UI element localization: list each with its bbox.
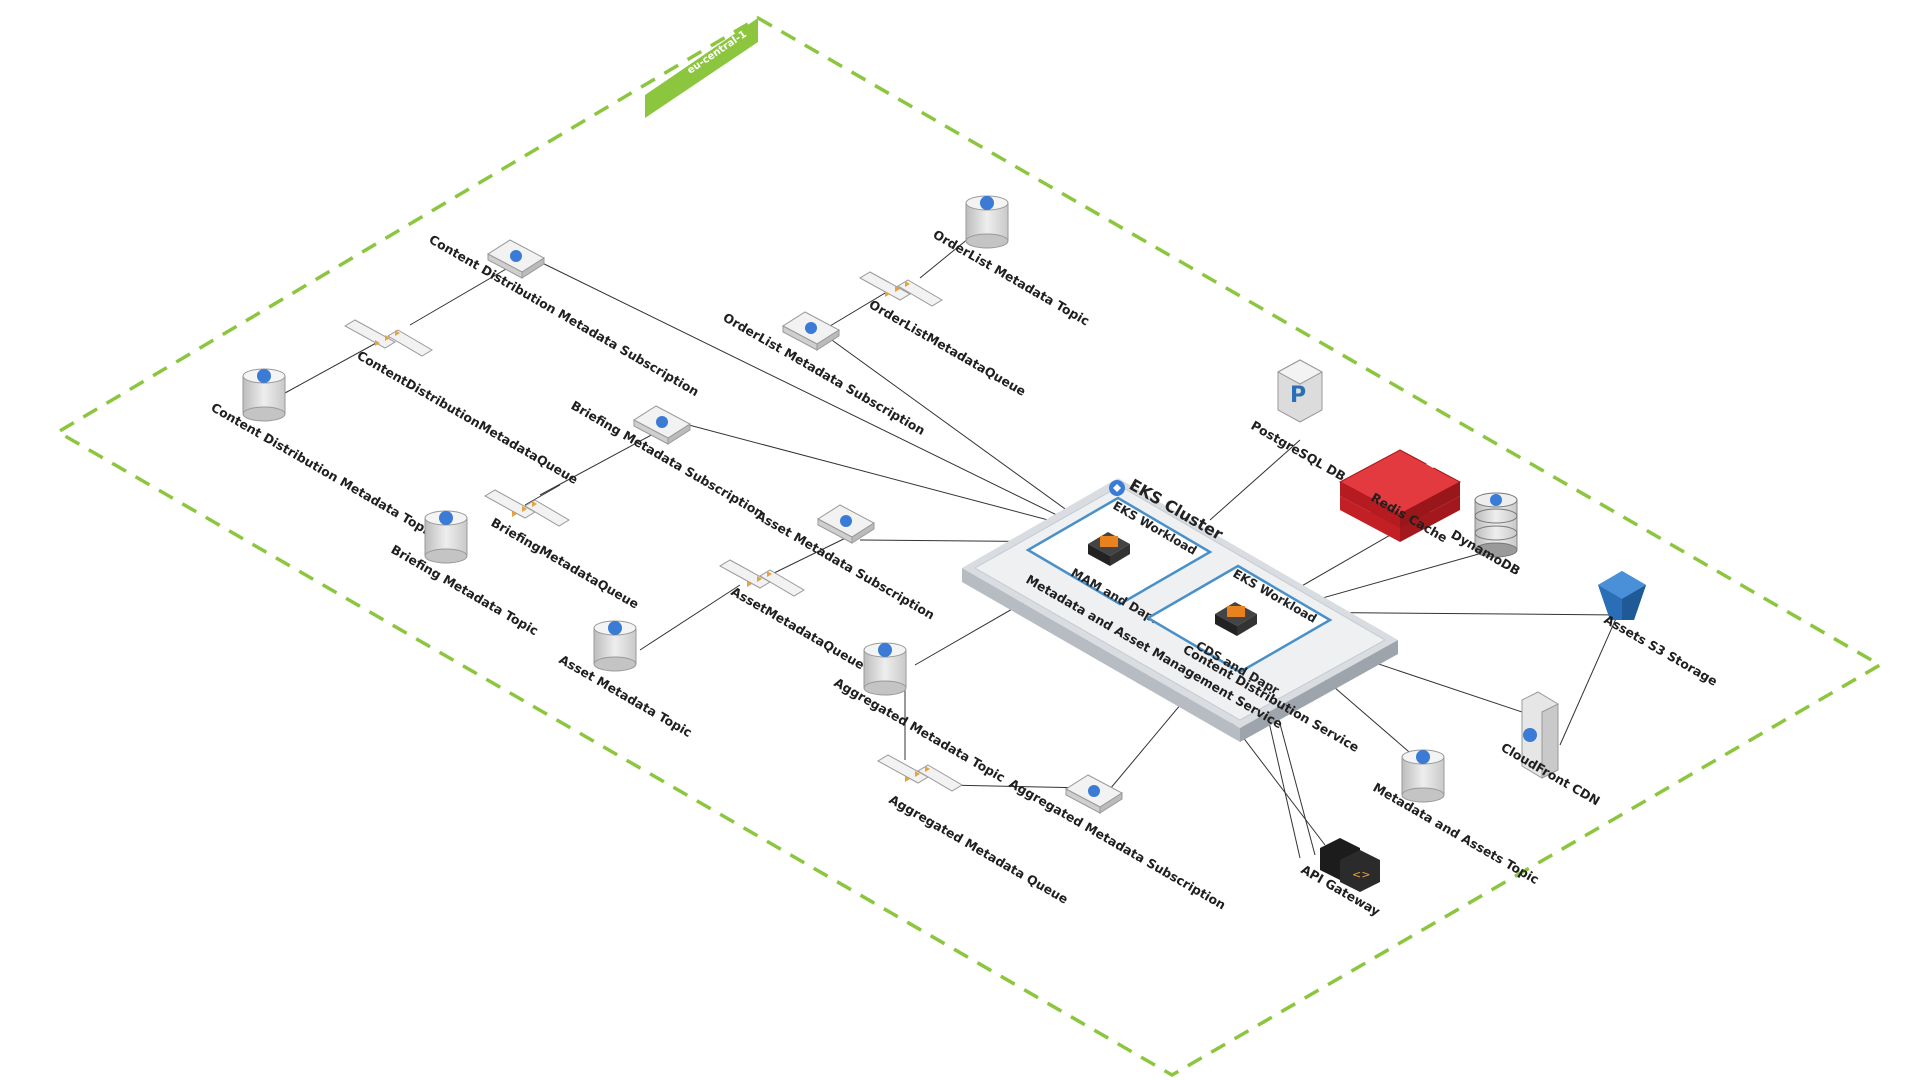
label-aggregated-topic: Aggregated Metadata Topic — [832, 675, 1008, 785]
subscription-content-distribution[interactable]: Content Distribution Metadata Subscripti… — [427, 232, 702, 400]
queue-aggregated[interactable]: Aggregated Metadata Queue — [876, 754, 1071, 907]
topic-metadata-assets[interactable]: Metadata and Assets Topic — [1371, 749, 1542, 887]
queue-orderlist[interactable]: OrderListMetadataQueue — [858, 271, 1029, 399]
sqs-queue-icon — [718, 559, 805, 597]
label-postgres: PostgreSQL DB — [1249, 418, 1349, 484]
svg-text:<>: <> — [1352, 868, 1370, 881]
sqs-queue-icon — [483, 489, 570, 527]
postgresql-icon: P — [1276, 359, 1324, 423]
label-orderlist-queue: OrderListMetadataQueue — [867, 297, 1029, 399]
subscription-asset[interactable]: Asset Metadata Subscription — [754, 504, 938, 622]
label-content-distribution-topic: Content Distribution Metadata Topic — [209, 400, 439, 541]
label-asset-queue: AssetMetadataQueue — [729, 584, 868, 673]
label-briefing-queue: BriefingMetadataQueue — [489, 515, 642, 612]
queue-briefing[interactable]: BriefingMetadataQueue — [483, 489, 642, 612]
queue-asset[interactable]: AssetMetadataQueue — [718, 559, 868, 673]
s3-bucket-icon — [1598, 571, 1646, 620]
sns-topic-icon — [863, 642, 907, 696]
api-gateway[interactable]: <> API Gateway — [1299, 838, 1383, 919]
sns-topic-icon — [965, 195, 1009, 249]
label-content-distribution-subscription: Content Distribution Metadata Subscripti… — [427, 232, 702, 400]
sns-topic-icon — [242, 368, 286, 422]
queue-content-distribution[interactable]: ContentDistributionMetadataQueue — [343, 319, 581, 487]
topic-orderlist[interactable]: OrderList Metadata Topic — [931, 195, 1093, 329]
api-gateway-icon: <> — [1320, 838, 1380, 892]
redis-icon — [1338, 449, 1462, 542]
subscription-icon — [633, 405, 691, 445]
subscription-icon — [487, 239, 545, 279]
topic-content-distribution[interactable]: Content Distribution Metadata Topic — [209, 368, 439, 541]
eks-workload-cds[interactable]: EKS Workload CDS and Dapr — [1145, 564, 1333, 697]
label-metadata-assets-topic: Metadata and Assets Topic — [1371, 780, 1542, 887]
redis-cache[interactable]: Redis Cache — [1338, 449, 1462, 545]
eks-icon — [1109, 480, 1125, 496]
sns-topic-icon — [1401, 749, 1445, 803]
subscription-icon — [782, 311, 840, 351]
cloudfront-icon — [1521, 691, 1559, 779]
sqs-queue-icon — [876, 754, 963, 792]
subscription-icon — [817, 504, 875, 544]
chip-icon — [1088, 532, 1130, 566]
sqs-queue-icon — [343, 319, 433, 357]
label-orderlist-topic: OrderList Metadata Topic — [931, 227, 1093, 329]
label-s3: Assets S3 Storage — [1602, 612, 1721, 689]
subscription-briefing[interactable]: Briefing Metadata Subscription — [569, 398, 767, 521]
label-content-distribution-queue: ContentDistributionMetadataQueue — [355, 348, 581, 487]
postgresql-db[interactable]: P PostgreSQL DB — [1249, 359, 1349, 484]
chip-icon — [1215, 602, 1257, 636]
sns-topic-icon — [424, 510, 468, 564]
sqs-queue-icon — [858, 271, 943, 307]
assets-s3-storage[interactable]: Assets S3 Storage — [1598, 571, 1720, 689]
topic-asset[interactable]: Asset Metadata Topic — [557, 620, 695, 740]
sns-topic-icon — [593, 620, 637, 672]
region-boundary: eu-central-1 — [54, 15, 1884, 1078]
svg-text:P: P — [1290, 383, 1306, 408]
subscription-icon — [1065, 774, 1123, 814]
dynamodb-icon — [1474, 492, 1518, 558]
subscription-orderlist[interactable]: OrderList Metadata Subscription — [721, 310, 928, 438]
